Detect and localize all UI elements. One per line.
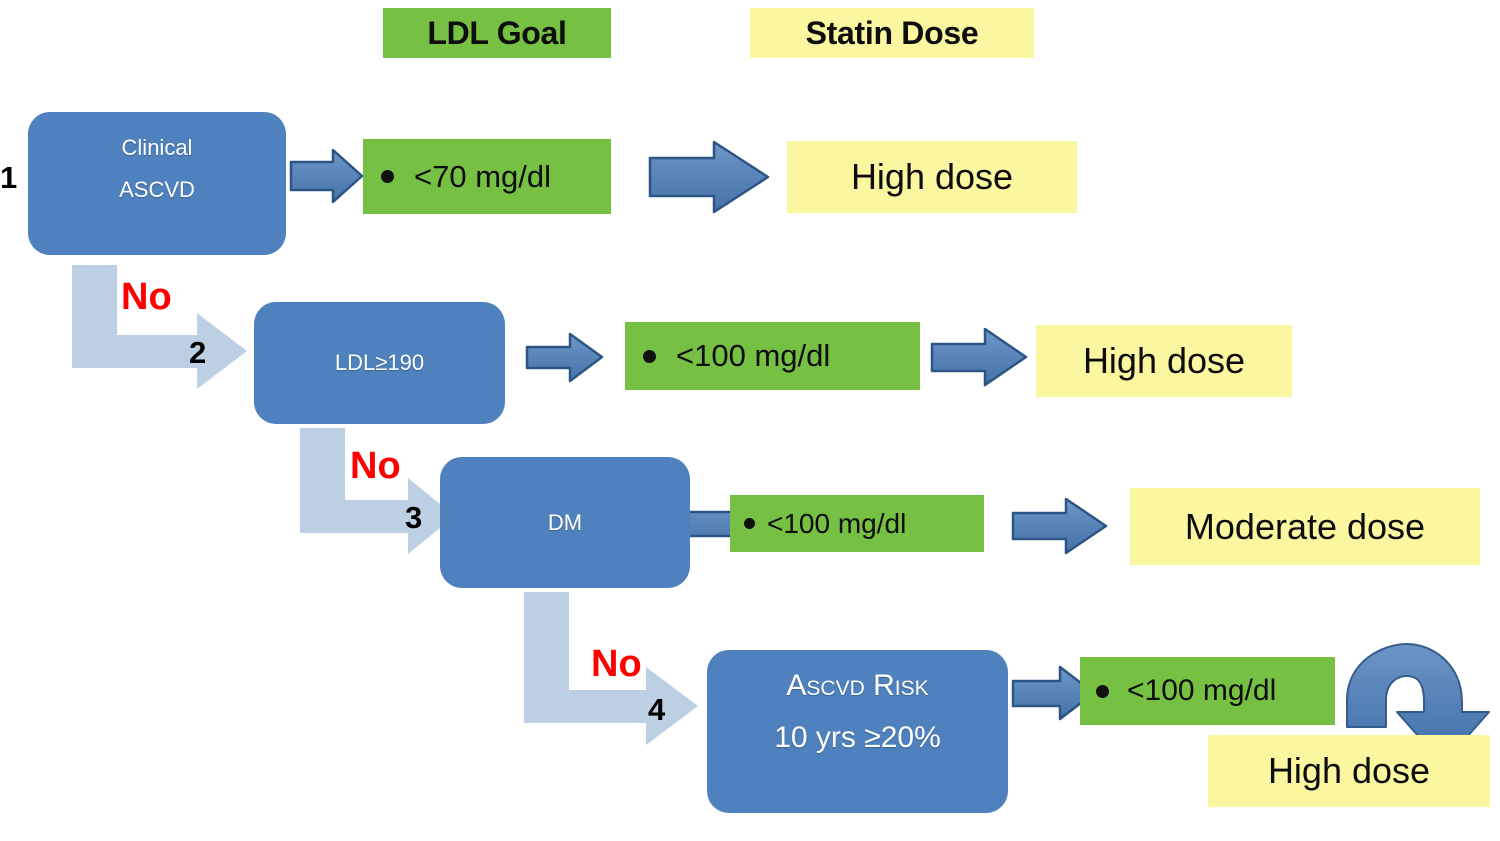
bullet-icon <box>381 170 394 183</box>
dose-box-4: High dose <box>1208 735 1490 807</box>
decision-line-1: LDL≥190 <box>334 350 425 376</box>
goal-text: <70 mg/dl <box>414 158 552 194</box>
step-number-3: 3 <box>405 500 423 535</box>
decision-box-ldl-190[interactable]: LDL≥190 <box>254 302 505 424</box>
bullet-icon <box>744 518 755 529</box>
goal-box-1: <70 mg/dl <box>363 139 611 214</box>
dose-box-2: High dose <box>1036 325 1292 397</box>
dose-box-1: High dose <box>787 141 1077 213</box>
decision-box-clinical-ascvd[interactable]: Clinical ASCVD <box>28 112 286 255</box>
goal-box-3: <100 mg/dl <box>730 495 984 552</box>
bullet-icon <box>643 349 656 363</box>
goal-box-2: <100 mg/dl <box>625 322 920 390</box>
decision-line-1: Clinical <box>121 135 193 160</box>
no-label-3: No <box>591 643 642 685</box>
goal-text: <100 mg/dl <box>1127 674 1277 707</box>
header-statin-dose: Statin Dose <box>750 8 1034 58</box>
arrow-goal1-to-dose1 <box>648 140 770 214</box>
decision-line-2: ASCVD <box>119 176 195 202</box>
decision-line-1: DM <box>547 509 583 535</box>
no-label-1: No <box>121 276 172 318</box>
arrow-goal2-to-dose2 <box>930 327 1028 387</box>
step-number-4: 4 <box>648 692 666 727</box>
header-ldl-goal: LDL Goal <box>383 8 611 58</box>
step-number-1: 1 <box>0 160 18 195</box>
goal-text: <100 mg/dl <box>676 338 831 373</box>
goal-box-4: <100 mg/dl <box>1080 657 1335 725</box>
decision-line-1: Ascvd Risk <box>786 669 929 702</box>
arrow-goal3-to-dose3 <box>1011 497 1108 555</box>
dose-box-3: Moderate dose <box>1130 488 1480 565</box>
goal-text: <100 mg/dl <box>767 507 907 539</box>
no-label-2: No <box>350 445 401 487</box>
decision-line-2: 10 yrs ≥20% <box>774 720 941 754</box>
bullet-icon <box>1096 684 1109 698</box>
arrow-ldl190-to-goal2 <box>525 332 604 383</box>
decision-box-ascvd-risk[interactable]: Ascvd Risk 10 yrs ≥20% <box>707 650 1008 813</box>
step-number-2: 2 <box>189 335 207 370</box>
decision-box-dm[interactable]: DM <box>440 457 690 588</box>
arrow-ascvd-to-goal1 <box>289 148 364 204</box>
